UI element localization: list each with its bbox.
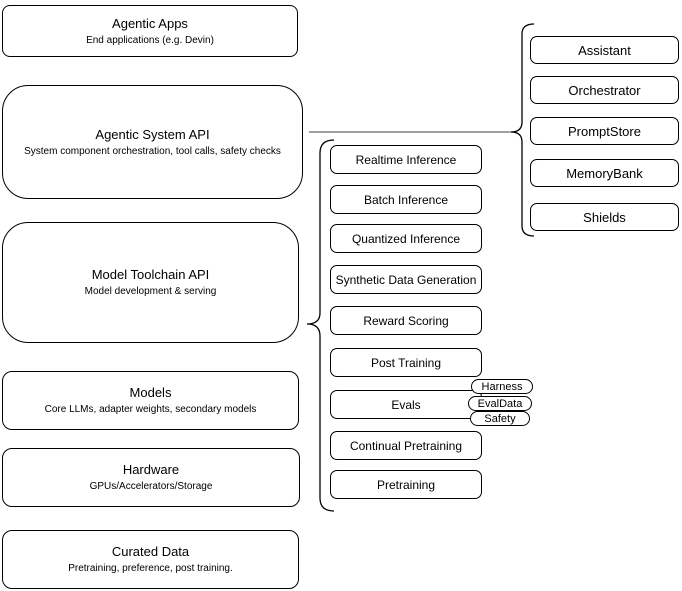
- box-hardware: Hardware GPUs/Accelerators/Storage: [2, 448, 300, 507]
- box-model-toolchain-api-title: Model Toolchain API: [91, 267, 210, 282]
- box-agentic-apps: Agentic Apps End applications (e.g. Devi…: [2, 5, 298, 57]
- node-realtime-inference: Realtime Inference: [330, 145, 482, 174]
- node-realtime-inference-label: Realtime Inference: [355, 152, 457, 167]
- box-models: Models Core LLMs, adapter weights, secon…: [2, 371, 299, 430]
- box-hardware-title: Hardware: [122, 462, 180, 477]
- box-agentic-system-api-title: Agentic System API: [95, 126, 210, 142]
- box-curated-data-subtitle: Pretraining, preference, post training.: [68, 563, 233, 574]
- node-evals-label: Evals: [391, 397, 421, 412]
- box-agentic-apps-subtitle: End applications (e.g. Devin): [86, 34, 214, 46]
- node-memorybank-label: MemoryBank: [566, 165, 643, 181]
- node-reward-scoring: Reward Scoring: [330, 306, 482, 335]
- box-models-subtitle: Core LLMs, adapter weights, secondary mo…: [44, 404, 257, 415]
- node-quantized-inference-label: Quantized Inference: [351, 231, 461, 246]
- node-pretraining: Pretraining: [330, 470, 482, 499]
- box-agentic-system-api: Agentic System API System component orch…: [2, 85, 303, 199]
- box-curated-data-title: Curated Data: [111, 544, 190, 559]
- box-models-title: Models: [129, 385, 172, 400]
- node-synthetic-data-generation: Synthetic Data Generation: [330, 265, 482, 294]
- node-pretraining-label: Pretraining: [376, 477, 436, 492]
- box-model-toolchain-api: Model Toolchain API Model development & …: [2, 222, 299, 343]
- toolchain-brace: [306, 139, 335, 512]
- node-post-training: Post Training: [330, 348, 482, 377]
- node-continual-pretraining: Continual Pretraining: [330, 431, 482, 460]
- node-post-training-label: Post Training: [370, 355, 442, 370]
- box-model-toolchain-api-subtitle: Model development & serving: [84, 286, 217, 297]
- tag-harness: Harness: [471, 379, 533, 394]
- node-shields-label: Shields: [583, 209, 626, 225]
- tag-harness-label: Harness: [481, 380, 523, 393]
- system-components-brace: [510, 23, 535, 237]
- box-hardware-subtitle: GPUs/Accelerators/Storage: [89, 481, 213, 492]
- tag-evaldata: EvalData: [468, 396, 532, 411]
- box-agentic-system-api-subtitle: System component orchestration, tool cal…: [24, 145, 281, 157]
- node-shields: Shields: [530, 203, 679, 231]
- node-batch-inference-label: Batch Inference: [363, 192, 449, 207]
- node-assistant-label: Assistant: [578, 42, 631, 58]
- node-assistant: Assistant: [530, 36, 679, 64]
- node-reward-scoring-label: Reward Scoring: [363, 313, 449, 328]
- box-agentic-apps-title: Agentic Apps: [112, 15, 188, 31]
- node-synthetic-data-generation-label: Synthetic Data Generation: [335, 272, 477, 287]
- tag-safety: Safety: [470, 411, 530, 426]
- node-promptstore-label: PromptStore: [568, 123, 641, 139]
- node-quantized-inference: Quantized Inference: [330, 224, 482, 253]
- tag-evaldata-label: EvalData: [477, 397, 523, 410]
- box-curated-data: Curated Data Pretraining, preference, po…: [2, 530, 299, 589]
- node-memorybank: MemoryBank: [530, 159, 679, 187]
- node-evals: Evals: [330, 390, 482, 419]
- node-promptstore: PromptStore: [530, 117, 679, 145]
- node-continual-pretraining-label: Continual Pretraining: [349, 438, 463, 453]
- node-orchestrator-label: Orchestrator: [568, 82, 641, 98]
- node-batch-inference: Batch Inference: [330, 185, 482, 214]
- node-orchestrator: Orchestrator: [530, 76, 679, 104]
- tag-safety-label: Safety: [484, 412, 516, 425]
